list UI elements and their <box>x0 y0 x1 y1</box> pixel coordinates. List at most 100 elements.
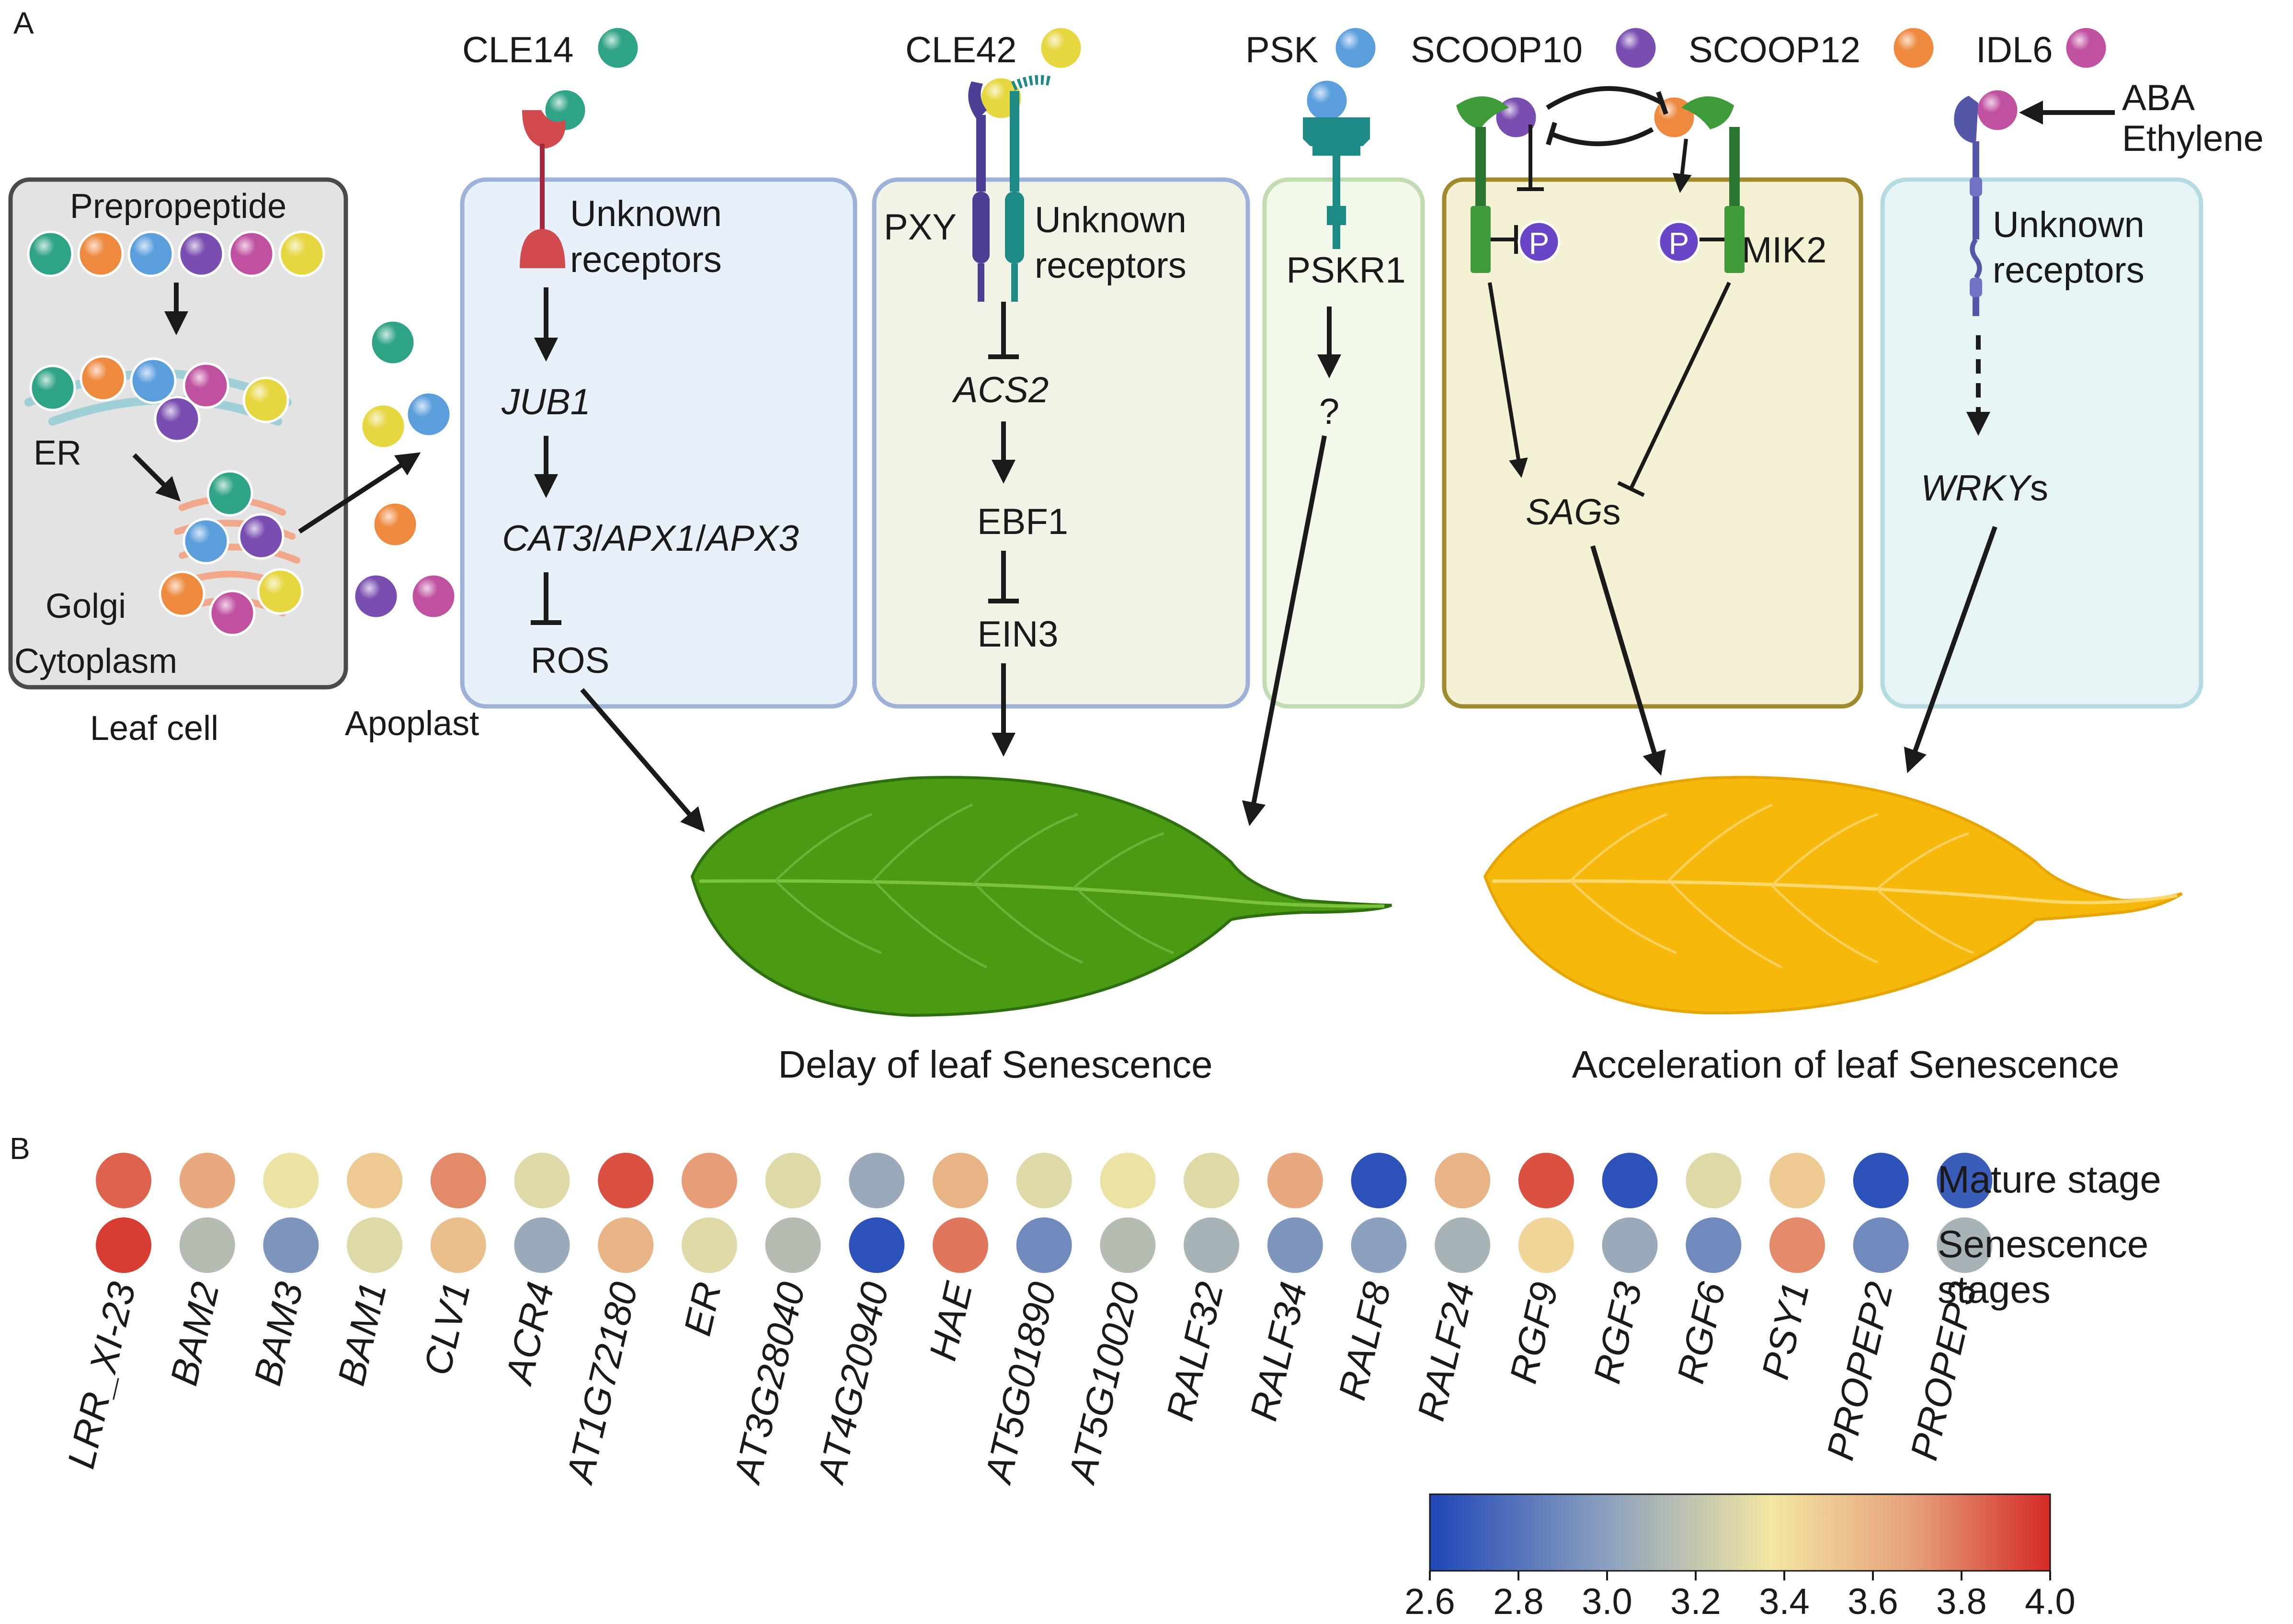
gene-label: HAE <box>921 1277 981 1364</box>
er-bead-blue <box>130 357 177 404</box>
heat-cell-BAM1-mature <box>347 1153 403 1208</box>
heat-cell-LRR_XI-23-mature <box>96 1153 151 1208</box>
apoplast-bead-blue <box>405 391 452 438</box>
cat3-apx-label: CAT3/APX1/APX3 <box>502 518 799 559</box>
pskr1-label: PSKR1 <box>1286 250 1405 291</box>
heat-cell-CLV1-mature <box>430 1153 486 1208</box>
heat-cell-RALF34-mature <box>1267 1153 1323 1208</box>
gene-label: PSY1 <box>1754 1278 1817 1383</box>
ebf1-label: EBF1 <box>977 501 1068 542</box>
prepropeptide-bead-blue <box>127 230 174 277</box>
cle42-unknown-receptors: Unknown receptors <box>1035 200 1186 286</box>
heat-cell-RALF34-senescence <box>1267 1217 1323 1273</box>
gene-label: BAM2 <box>162 1278 228 1389</box>
idl6-label: IDL6 <box>1976 30 2053 70</box>
gene-label: AT5G01890 <box>976 1278 1064 1488</box>
gene-label: RALF32 <box>1158 1278 1232 1425</box>
prepropeptide-label: Prepropeptide <box>70 187 286 226</box>
heat-cell-RALF24-mature <box>1435 1153 1491 1208</box>
gene-label: ACR4 <box>497 1278 562 1389</box>
heat-cell-HAE-senescence <box>933 1217 988 1273</box>
gene-label: ER <box>676 1278 730 1340</box>
cytoplasm-label: Cytoplasm <box>14 642 177 681</box>
leaf-cell-box: Prepropeptide ER Golgi Cytoplasm Leaf ce… <box>8 177 348 748</box>
colorbar-tick-label: 3.6 <box>1848 1581 1898 1622</box>
heat-cell-AT4G20940-senescence <box>849 1217 905 1273</box>
prepropeptide-bead-purple <box>178 230 225 277</box>
aba-label: ABA <box>2122 78 2195 118</box>
gene-label: LRR_XI-23 <box>59 1278 144 1473</box>
phosphate-right: P <box>1657 220 1700 263</box>
prepropeptide-bead-yellow <box>278 230 325 277</box>
golgi-bead-yellow <box>257 568 304 615</box>
heat-cell-LRR_XI-23-senescence <box>96 1217 151 1273</box>
apoplast-beads <box>353 319 457 620</box>
pxy-label: PXY <box>884 207 957 248</box>
acceleration-outcome-label: Acceleration of leaf Senescence <box>1572 1043 2120 1086</box>
prepropeptide-beads <box>27 230 325 277</box>
green-leaf <box>690 776 1392 1017</box>
wrkys-label: WRKYs <box>1921 468 2048 509</box>
row-label-mature: Mature stage <box>1938 1158 2161 1201</box>
mik2-receptor <box>1681 96 1745 273</box>
gene-label: RALF24 <box>1409 1278 1483 1425</box>
er-bead-orange <box>80 355 126 402</box>
golgi-bead-teal <box>206 470 253 517</box>
svg-text:receptors: receptors <box>1993 250 2145 291</box>
gene-label: RGF6 <box>1669 1278 1734 1387</box>
heat-cell-BAM2-senescence <box>179 1217 235 1273</box>
gene-label: BAM1 <box>330 1278 395 1389</box>
idl6-pathway-box: ABA Ethylene Unknown receptors WRKYs <box>1880 78 2264 773</box>
prepropeptide-bead-pink <box>228 230 275 277</box>
heat-cell-ER-senescence <box>681 1217 737 1273</box>
apoplast: Apoplast <box>298 319 479 743</box>
row-label-senescence: Senescence <box>1938 1223 2148 1265</box>
scoop10-label: SCOOP10 <box>1411 30 1583 70</box>
cle42-label: CLE42 <box>905 30 1016 70</box>
apoplast-bead-yellow <box>360 403 407 450</box>
scoop12-label: SCOOP12 <box>1688 30 1860 70</box>
heat-cell-CLV1-senescence <box>430 1217 486 1273</box>
scoop10-receptor <box>1456 96 1518 273</box>
gene-label: PROPEP2 <box>1819 1278 1901 1464</box>
heat-cell-BAM2-mature <box>179 1153 235 1208</box>
ein3-label: EIN3 <box>978 614 1059 655</box>
heat-cell-BAM3-senescence <box>263 1217 319 1273</box>
heat-cell-RGF9-senescence <box>1518 1217 1574 1273</box>
gene-label: RALF8 <box>1330 1278 1399 1404</box>
gene-label: RALF34 <box>1242 1278 1315 1425</box>
heat-cell-ER-mature <box>681 1153 737 1208</box>
header-bead-orange-4 <box>1891 25 1936 70</box>
panel-a-label: A <box>13 6 34 40</box>
heat-cell-AT5G10020-mature <box>1100 1153 1156 1208</box>
psk-question-label: ? <box>1319 391 1339 432</box>
apoplast-label: Apoplast <box>345 704 479 743</box>
header-bead-teal-6 <box>543 88 588 133</box>
idl6-receptor <box>1954 96 1982 316</box>
gene-label: AT1G72180 <box>558 1278 645 1488</box>
prepropeptide-bead-teal <box>27 230 74 277</box>
svg-text:Unknown: Unknown <box>570 193 722 234</box>
heat-cell-PROPEP3-senescence <box>1937 1217 1993 1273</box>
er-bead-yellow <box>242 376 289 423</box>
heat-cell-RALF32-mature <box>1184 1153 1240 1208</box>
idl6-unknown-receptors: Unknown receptors <box>1993 204 2145 291</box>
header-bead-blue-8 <box>1304 78 1349 123</box>
jub1-label: JUB1 <box>501 382 591 422</box>
heat-cell-AT3G28040-mature <box>765 1153 821 1208</box>
gene-label: RGF9 <box>1502 1278 1566 1387</box>
golgi-beads <box>159 470 304 636</box>
cle14-unknown-receptors: Unknown receptors <box>570 193 722 280</box>
heat-cell-RALF8-senescence <box>1351 1217 1407 1273</box>
header-bead-teal-0 <box>595 25 640 70</box>
heat-cell-ACR4-mature <box>514 1153 570 1208</box>
colorbar-tick-label: 3.8 <box>1936 1581 1987 1622</box>
psk-label: PSK <box>1245 30 1318 70</box>
apoplast-bead-pink <box>410 573 457 620</box>
heat-cell-BAM1-senescence <box>347 1217 403 1273</box>
cle42-unknown-receptor <box>1005 75 1053 302</box>
heat-cell-RGF3-senescence <box>1602 1217 1658 1273</box>
heat-cell-AT5G10020-senescence <box>1100 1217 1156 1273</box>
